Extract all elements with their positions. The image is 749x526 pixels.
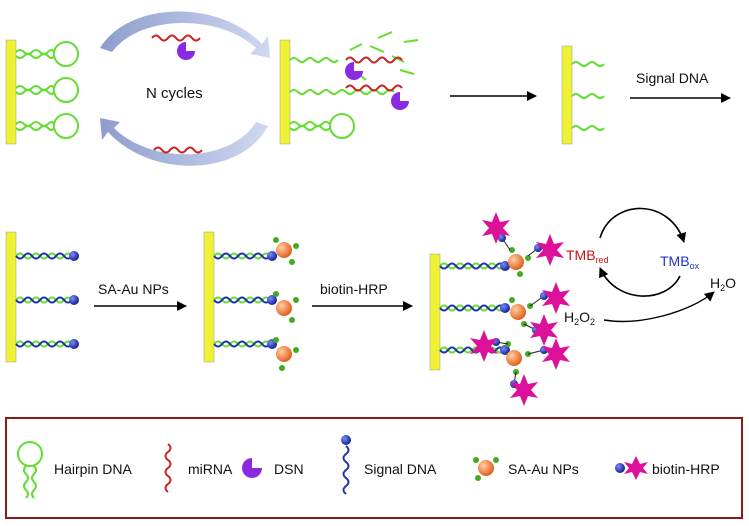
electrode-6 [429,253,441,371]
mirna-cycle-bottom [153,146,203,154]
legend-sa-au-label: SA-Au NPs [508,461,579,477]
hairpin-group-1 [15,41,79,139]
hrp-complex-group [470,212,570,406]
duplex-group-5 [213,252,271,348]
sa-au-step-label: SA-Au NPs [98,281,169,297]
tmb-arc-top [599,207,687,243]
biotin-dot-4c [69,339,79,349]
signal-dna-step-label: Signal DNA [636,70,709,86]
n-cycles-label: N cycles [146,85,203,102]
h2o2-label: H2O2 [564,309,595,327]
electrode-1 [5,39,17,145]
stub-dna-group [571,61,605,131]
mirna-stage2-a [345,56,403,64]
hrp-stars [470,212,570,406]
h2o-label: H2O [710,275,736,293]
legend-mirna-icon [164,443,172,493]
dsn-icon [177,42,195,60]
mirna-cycle-top [151,34,201,42]
dsn-icon-3 [391,92,409,110]
legend-hrp-icon [615,456,648,480]
sa-au-np-group-5 [267,237,299,371]
legend-hairpin-label: Hairpin DNA [54,461,132,477]
cycle-arrow-top [100,11,270,58]
legend-hrp-label: biotin-HRP [652,461,720,477]
legend-signal-label: Signal DNA [364,461,437,477]
legend-hairpin-icon [17,441,43,499]
tmb-ox-label: TMBox [660,253,700,271]
mirna-stage2-b [345,84,403,92]
legend-signal-icon [342,445,350,495]
tmb-red-label: TMBred [566,247,609,265]
duplex-group-4 [15,252,73,348]
legend-dsn-label: DSN [274,461,304,477]
biotin-hrp-step-label: biotin-HRP [320,281,388,297]
cycle-arrow-bottom [100,118,268,166]
hairpin-group-2 [289,31,419,139]
electrode-4 [5,231,17,363]
biotin-dot-4a [69,251,79,261]
tmb-arc-bottom [599,267,681,297]
electrode-5 [203,231,215,363]
legend-sa-au-icon [473,457,499,481]
biotin-dot-4b [69,295,79,305]
electrode-2 [279,39,291,145]
legend-signal-dot [341,435,351,445]
dsn-icon-2 [345,62,363,80]
legend-mirna-label: miRNA [188,461,233,477]
legend-dsn-icon [242,458,262,478]
electrode-3 [561,45,573,145]
h2o2-to-h2o-arrow [603,291,715,323]
